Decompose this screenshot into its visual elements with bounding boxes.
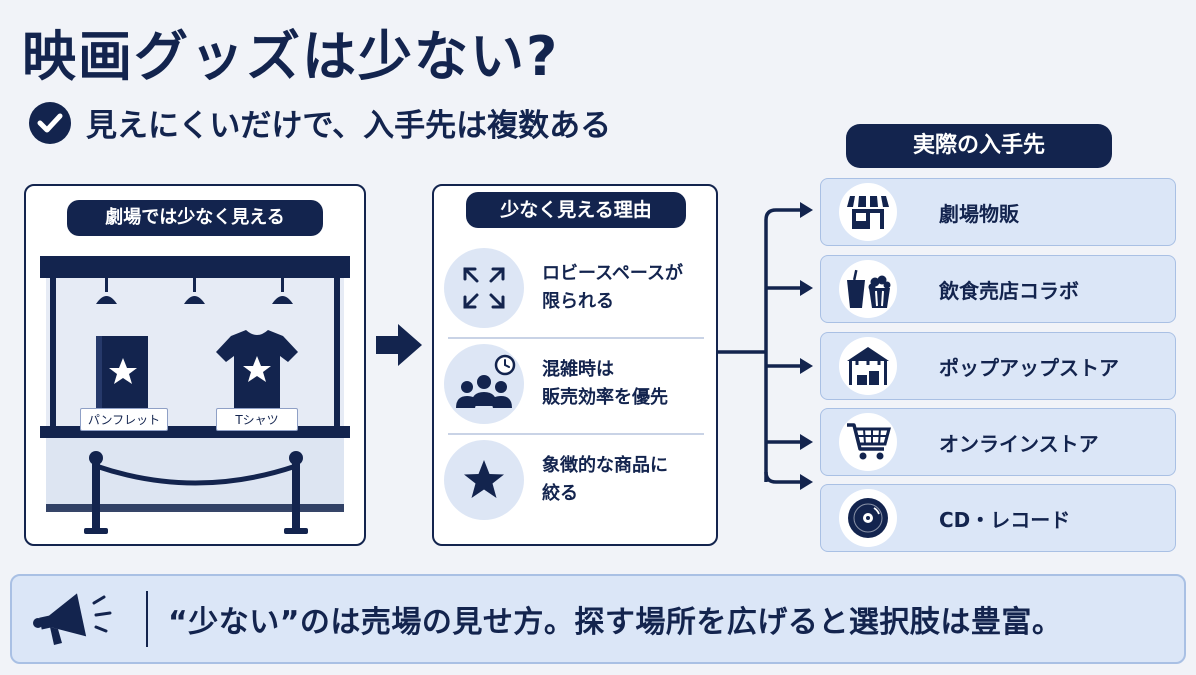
disc-icon (848, 498, 888, 538)
megaphone-icon (33, 593, 112, 645)
sources-heading: 実際の入手先 (846, 124, 1112, 168)
divider (448, 433, 704, 435)
reason-line: 絞る (542, 483, 578, 504)
source-label: ポップアップストア (939, 355, 1119, 380)
pamphlet-icon (96, 336, 148, 408)
popup-tent-icon (847, 347, 889, 385)
reason-item: ロビースペースが 限られる (444, 242, 706, 334)
tshirt-icon (216, 330, 298, 408)
goods-label-tshirt: Tシャツ (216, 408, 298, 431)
drink-popcorn-icon (847, 269, 891, 308)
reason-item: 混雑時は 販売効率を優先 (444, 338, 706, 430)
rope-barrier-icon (84, 451, 308, 534)
source-label: 飲食売店コラボ (939, 278, 1079, 303)
banner-text: “少ない”のは売場の見せ方。探す場所を広げると選択肢は豊富。 (168, 605, 1063, 640)
reason-line: 象徴的な商品に (542, 455, 668, 476)
star-icon (464, 460, 504, 498)
goods-label-pamphlet: パンフレット (80, 408, 168, 431)
source-item-cd-record: CD・レコード (820, 484, 1176, 552)
page-title: 映画グッズは少ない? (22, 25, 560, 88)
divider (448, 337, 704, 339)
source-item-theater-shop: 劇場物販 (820, 178, 1176, 246)
reason-line: 限られる (542, 291, 614, 312)
reason-line: 販売効率を優先 (542, 387, 668, 408)
theater-panel: 劇場では少なく見える (24, 184, 366, 546)
banner-separator (146, 591, 148, 647)
source-label: CD・レコード (939, 507, 1071, 532)
summary-banner: “少ない”のは売場の見せ方。探す場所を広げると選択肢は豊富。 (10, 574, 1186, 664)
reason-line: ロビースペースが (542, 263, 683, 284)
theater-heading: 劇場では少なく見える (67, 200, 323, 236)
lamp-icon (96, 278, 293, 304)
reasons-panel: 少なく見える理由 ロビースペースが 限られる (432, 184, 718, 546)
source-item-online-store: オンラインストア (820, 408, 1176, 476)
subtitle: 見えにくいだけで、入手先は複数ある (28, 100, 611, 145)
crowd-clock-icon (456, 354, 516, 408)
merch-booth-illustration (40, 256, 350, 534)
source-label: オンラインストア (939, 431, 1099, 456)
arrow-right-icon (376, 324, 422, 366)
subtitle-text: 見えにくいだけで、入手先は複数ある (86, 108, 612, 144)
branch-connector (718, 202, 813, 490)
reasons-heading: 少なく見える理由 (466, 192, 686, 228)
shopping-cart-icon (847, 423, 891, 460)
storefront-icon (847, 196, 889, 229)
reason-line: 混雑時は (542, 359, 614, 380)
source-item-concession: 飲食売店コラボ (820, 255, 1176, 323)
source-item-popup-store: ポップアップストア (820, 332, 1176, 400)
reason-item: 象徴的な商品に 絞る (444, 434, 706, 526)
expand-arrows-icon (463, 267, 505, 309)
check-circle-icon (29, 101, 71, 144)
source-label: 劇場物販 (939, 201, 1019, 226)
